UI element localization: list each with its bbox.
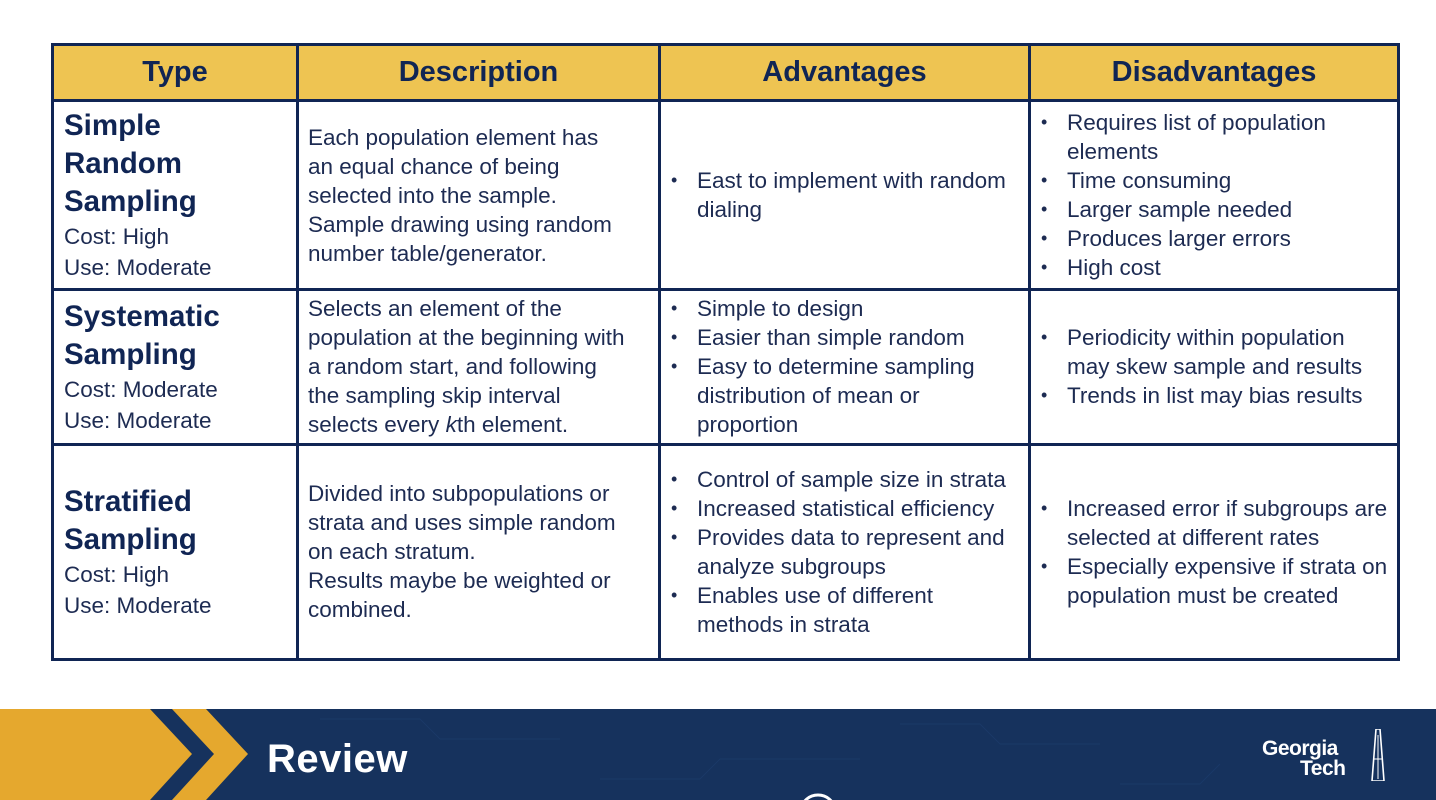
description-line-last: selects every kth element. (308, 410, 650, 439)
disadvantages-list: Increased error if subgroups are selecte… (1039, 494, 1389, 610)
description-line: the sampling skip interval (308, 383, 561, 409)
type-name-line: Sampling (64, 185, 197, 218)
type-cell: Simple Random Sampling Cost: High Use: M… (51, 99, 299, 291)
description-line: Each population element has (308, 124, 599, 150)
description-text: th element. (456, 412, 569, 438)
cost-label: Cost: High (64, 561, 170, 587)
disadvantages-cell: Requires list of population elements Tim… (1028, 99, 1400, 291)
type-name-line: Stratified (64, 484, 192, 518)
description-line: population at the beginning with (308, 325, 625, 351)
table-header-row: Type Description Advantages Disadvantage… (51, 43, 1400, 102)
description-cell: Selects an element of the population at … (296, 288, 661, 446)
list-item: High cost (1039, 253, 1389, 282)
list-item: Larger sample needed (1039, 195, 1389, 224)
list-item: Enables use of different methods in stra… (669, 581, 1020, 639)
type-cell: Systematic Sampling Cost: Moderate Use: … (51, 288, 299, 446)
description-line: Divided into subpopulations or (308, 481, 610, 507)
tech-tower-icon (1371, 729, 1385, 781)
advantages-cell: Control of sample size in strata Increas… (658, 442, 1031, 662)
description-line: an equal chance of being (308, 153, 560, 179)
advantages-list: East to implement with random dialing (669, 166, 1020, 224)
type-name-line: Systematic (64, 299, 220, 333)
list-item: Produces larger errors (1039, 224, 1389, 253)
footer-banner: Review Georgia Tech (0, 709, 1436, 800)
list-item: Increased error if subgroups are selecte… (1039, 494, 1389, 552)
header-type: Type (51, 43, 299, 102)
list-item: Especially expensive if strata on popula… (1039, 552, 1389, 610)
description-line: number table/generator. (308, 240, 547, 266)
footer-title: Review (267, 737, 408, 781)
description-text: selects every (308, 412, 446, 438)
cost-label: Cost: High (64, 224, 170, 249)
disadvantages-cell: Periodicity within population may skew s… (1028, 288, 1400, 446)
list-item: Provides data to represent and analyze s… (669, 523, 1020, 581)
logo-line-1: Georgia (1262, 737, 1338, 760)
description-cell: Each population element has an equal cha… (296, 99, 661, 291)
list-item: Time consuming (1039, 166, 1389, 195)
logo-line-2: Tech (1300, 757, 1346, 780)
advantages-cell: Simple to design Easier than simple rand… (658, 288, 1031, 446)
list-item: Periodicity within population may skew s… (1039, 323, 1389, 381)
description-line: selected into the sample. (308, 182, 557, 208)
chevron-decoration (0, 709, 1221, 800)
list-item: Simple to design (669, 294, 1020, 323)
disadvantages-cell: Increased error if subgroups are selecte… (1028, 442, 1400, 662)
list-item: Trends in list may bias results (1039, 381, 1389, 410)
use-label: Use: Moderate (64, 255, 212, 280)
use-label: Use: Moderate (64, 407, 212, 433)
header-description: Description (296, 43, 661, 102)
type-cell: Stratified Sampling Cost: High Use: Mode… (51, 442, 299, 662)
description-line: strata and uses simple random (308, 510, 616, 536)
type-name-line: Sampling (64, 337, 197, 371)
type-name-line: Random (64, 147, 182, 180)
description-cell: Divided into subpopulations or strata an… (296, 442, 661, 662)
type-name-line: Sampling (64, 522, 197, 556)
list-item: Increased statistical efficiency (669, 494, 1020, 523)
header-disadvantages: Disadvantages (1028, 43, 1400, 102)
list-item: Easier than simple random (669, 323, 1020, 352)
header-advantages: Advantages (658, 43, 1031, 102)
list-item: East to implement with random dialing (669, 166, 1020, 224)
disadvantages-list: Periodicity within population may skew s… (1039, 323, 1389, 410)
table-row: Systematic Sampling Cost: Moderate Use: … (51, 288, 1400, 446)
list-item: Requires list of population elements (1039, 108, 1389, 166)
advantages-list: Control of sample size in strata Increas… (669, 465, 1020, 639)
advantages-list: Simple to design Easier than simple rand… (669, 294, 1020, 439)
disadvantages-list: Requires list of population elements Tim… (1039, 108, 1389, 282)
sampling-methods-table: Type Description Advantages Disadvantage… (51, 43, 1400, 662)
georgia-tech-logo: Georgia Tech (1262, 737, 1346, 780)
cost-label: Cost: Moderate (64, 376, 218, 402)
description-line: on each stratum. (308, 539, 476, 565)
description-line: Results maybe be weighted or (308, 568, 611, 594)
description-italic-k: k (445, 412, 457, 438)
list-item: Control of sample size in strata (669, 465, 1020, 494)
description-line: a random start, and following (308, 354, 597, 380)
use-label: Use: Moderate (64, 592, 212, 618)
description-line: Selects an element of the (308, 296, 562, 322)
type-name-line: Simple (64, 109, 161, 142)
description-line: Sample drawing using random (308, 211, 612, 237)
table-row: Simple Random Sampling Cost: High Use: M… (51, 99, 1400, 291)
advantages-cell: East to implement with random dialing (658, 99, 1031, 291)
table-row: Stratified Sampling Cost: High Use: Mode… (51, 442, 1400, 662)
description-line: combined. (308, 597, 412, 623)
list-item: Easy to determine sampling distribution … (669, 352, 1020, 439)
